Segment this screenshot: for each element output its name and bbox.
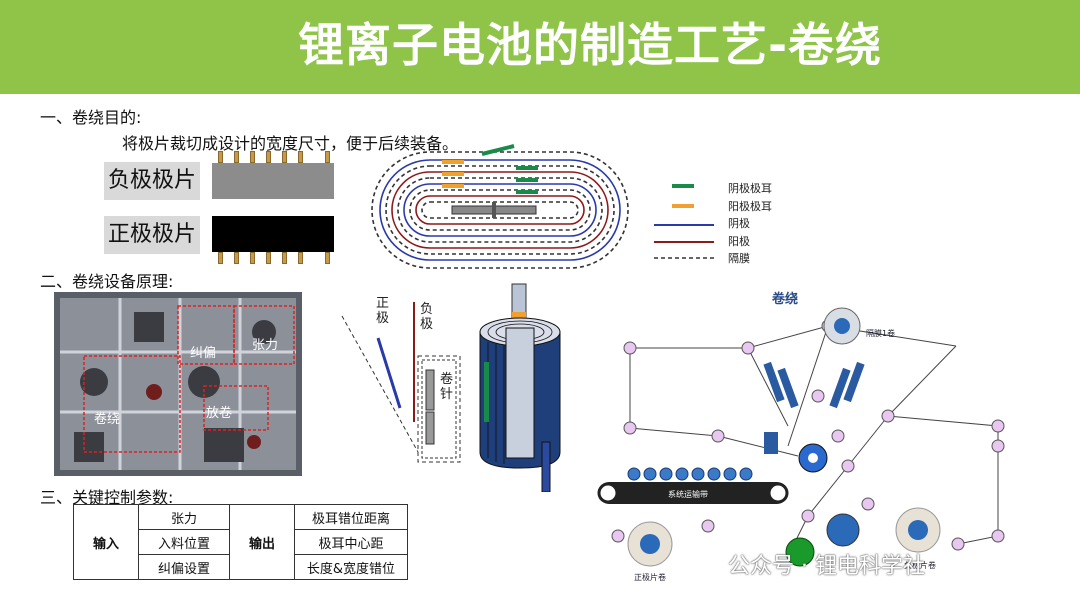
- winding-process-schematic: 隔膜1卷 系统运输带 正极片卷 负极片卷: [597, 307, 1005, 582]
- negative-electrode-label: 负极极片: [104, 162, 200, 200]
- electrode-tab: [250, 252, 255, 264]
- control-parameters-table: 输入 张力 输出 极耳错位距离 入料位置 极耳中心距 纠偏设置 长度&宽度错位: [73, 504, 408, 580]
- positive-electrode-label: 正极极片: [104, 216, 200, 254]
- winding-needle-schematic: [341, 302, 461, 463]
- input-cell: 入料位置: [138, 529, 230, 555]
- machine-photo-illustration: [54, 292, 302, 476]
- jelly-roll-cross-section: [371, 144, 629, 269]
- electrode-tab: [298, 151, 303, 163]
- electrode-tab: [282, 151, 287, 163]
- title-banner: 锂离子电池的制造工艺-卷绕: [0, 0, 1080, 94]
- output-cell: 极耳错位距离: [294, 504, 408, 530]
- legend-anode-tab: 阳极极耳: [728, 199, 772, 213]
- section3-heading: 三、关键控制参数:: [40, 488, 174, 507]
- section2-heading: 二、卷绕设备原理:: [40, 272, 174, 291]
- electrode-legend: [654, 184, 714, 259]
- positive-electrode-strip: [212, 216, 334, 252]
- winding-machine-photo: 纠偏 张力 卷绕 放卷: [54, 292, 302, 476]
- section1-heading: 一、卷绕目的:: [40, 108, 142, 127]
- table-row: 输入 张力 输出 极耳错位距离: [73, 504, 408, 580]
- watermark: 公众号 · 锂电科学社: [728, 554, 925, 579]
- legend-anode: 阳极: [728, 234, 750, 248]
- photo-label-deviation: 纠偏: [190, 346, 217, 361]
- label-needle: 卷针: [440, 372, 454, 402]
- output-cell: 极耳中心距: [294, 529, 408, 555]
- photo-label-tension: 张力: [252, 338, 279, 353]
- svg-text:隔膜1卷: 隔膜1卷: [866, 328, 895, 338]
- legend-separator: 隔膜: [728, 252, 750, 265]
- input-header: 输入: [73, 504, 139, 580]
- photo-label-winding: 卷绕: [94, 412, 121, 427]
- electrode-tab: [234, 151, 239, 163]
- page-title: 锂离子电池的制造工艺-卷绕: [297, 18, 883, 72]
- electrode-tab: [218, 252, 223, 264]
- legend-cathode: 阴极: [728, 217, 750, 230]
- svg-text:负极片卷: 负极片卷: [904, 560, 936, 570]
- legend-labels: 阴极极耳 阳极极耳 阴极 阳极 隔膜: [728, 180, 772, 268]
- photo-label-unwind: 放卷: [206, 406, 233, 421]
- table-row: 纠偏设置 长度&宽度错位: [74, 554, 408, 580]
- svg-text:系统运输带: 系统运输带: [668, 489, 708, 499]
- label-negative: 负极: [420, 302, 434, 332]
- electrode-tab: [266, 151, 271, 163]
- input-cell: 纠偏设置: [138, 554, 230, 580]
- electrode-tab: [298, 252, 303, 264]
- legend-cathode-tab: 阴极极耳: [728, 182, 772, 195]
- electrode-tab: [325, 151, 330, 163]
- cylindrical-roll-3d: [479, 283, 561, 492]
- electrode-tab: [234, 252, 239, 264]
- electrode-tab: [282, 252, 287, 264]
- output-header: 输出: [229, 504, 295, 580]
- process-title: 卷绕: [772, 292, 799, 307]
- input-cell: 张力: [138, 504, 230, 530]
- output-cell: 长度&宽度错位: [294, 554, 408, 580]
- label-positive: 正极: [376, 296, 390, 326]
- electrode-tab: [218, 151, 223, 163]
- electrode-tab: [325, 252, 330, 264]
- section1-description: 将极片裁切成设计的宽度尺寸，便于后续装备。: [122, 134, 459, 153]
- svg-text:正极片卷: 正极片卷: [634, 572, 666, 582]
- negative-electrode-strip: [212, 163, 334, 199]
- electrode-tab: [250, 151, 255, 163]
- electrode-tab: [266, 252, 271, 264]
